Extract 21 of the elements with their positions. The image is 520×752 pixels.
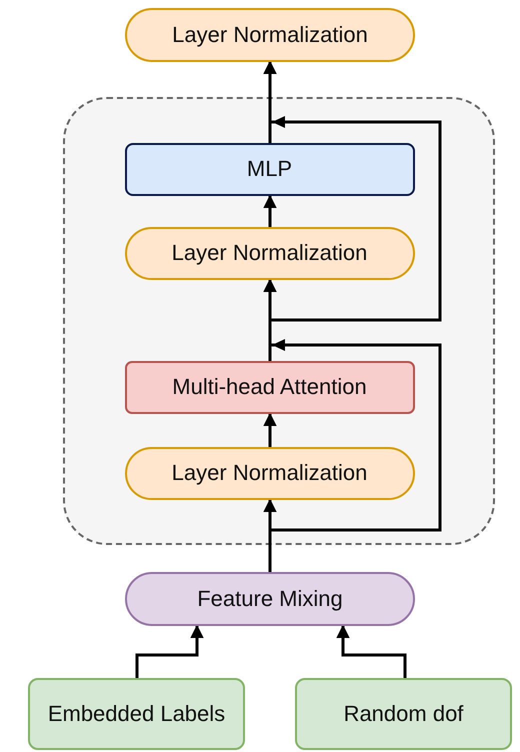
node-label: Layer Normalization: [170, 458, 368, 487]
node-label: Embedded Labels: [46, 700, 226, 728]
node-label: Random dof: [342, 700, 464, 728]
attention-box: [124, 360, 414, 414]
mixing-box: [125, 572, 415, 626]
arrow: [263, 412, 277, 447]
node-label: Feature Mixing: [196, 584, 344, 613]
normalization-box: [124, 226, 414, 280]
arrow: [263, 194, 277, 227]
arrow: [336, 624, 406, 678]
normalization-box: [124, 446, 414, 500]
node-label: Layer Normalization: [171, 20, 369, 49]
node-label: Layer Normalization: [170, 238, 368, 267]
transformer-block-group: [63, 97, 495, 545]
arrow: [136, 624, 204, 678]
mlp-box: [124, 142, 414, 196]
normalization-box: [125, 8, 415, 62]
input-box: [28, 678, 245, 750]
node-label: MLP: [246, 154, 294, 183]
node-label: Multi-head Attention: [171, 372, 368, 401]
input-box: [295, 678, 512, 750]
